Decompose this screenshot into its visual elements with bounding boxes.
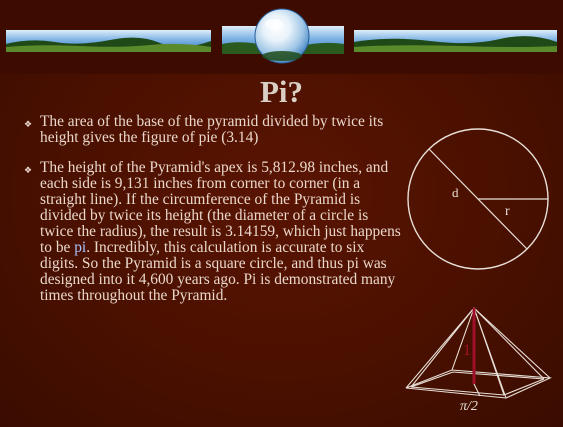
radius-label: r	[505, 204, 510, 219]
diameter-label: d	[452, 185, 459, 200]
bullet-list: ❖ The area of the base of the pyramid di…	[24, 114, 404, 318]
bullet-text-before-link: The height of the Pyramid's apex is 5,81…	[40, 159, 401, 256]
pyramid-base-label: π/2	[460, 399, 478, 412]
diamond-bullet-icon: ❖	[24, 119, 33, 129]
circle-diameter-diagram: d r	[407, 128, 549, 270]
bullet-text-after-link: . Incredibly, this calculation is accura…	[40, 239, 396, 304]
pyramid-diagram: 1 π/2	[405, 307, 553, 412]
pi-link[interactable]: pi	[74, 239, 87, 256]
bullet-item: ❖ The height of the Pyramid's apex is 5,…	[24, 160, 404, 304]
pyramid-height-label: 1	[463, 342, 471, 359]
bullet-item: ❖ The area of the base of the pyramid di…	[24, 114, 404, 146]
diamond-bullet-icon: ❖	[24, 165, 33, 175]
slide-title: Pi?	[259, 74, 304, 109]
header-landscape-banner	[0, 0, 563, 74]
bullet-text: The area of the base of the pyramid divi…	[40, 113, 384, 146]
